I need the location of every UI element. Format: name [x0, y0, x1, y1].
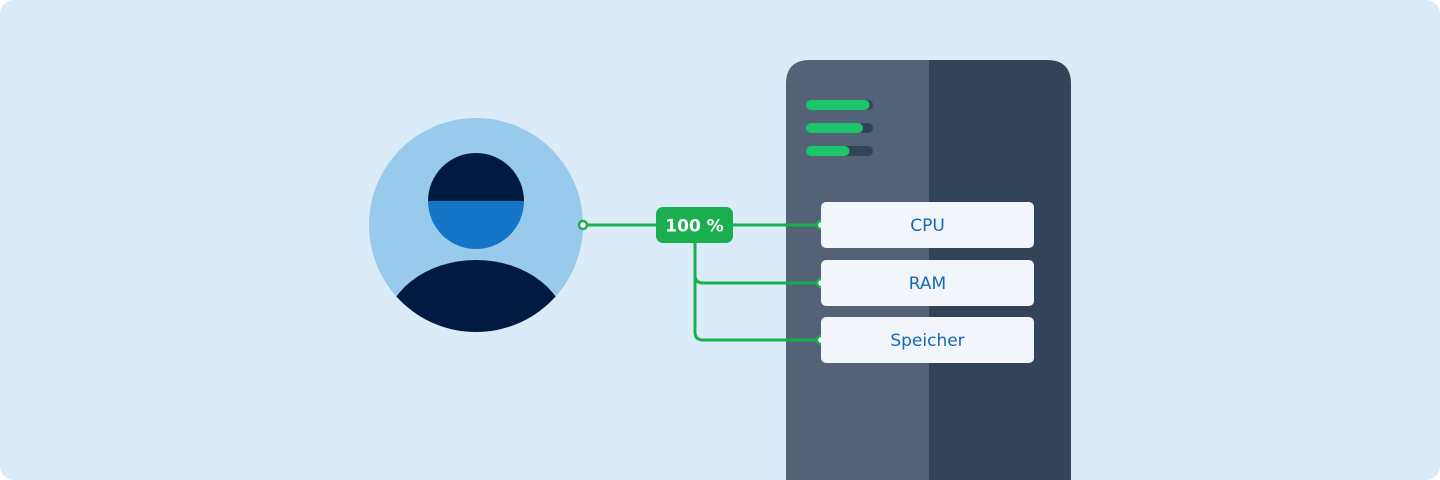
- status-bar-3-fill: [806, 146, 850, 156]
- status-bar-1-fill: [806, 100, 870, 110]
- connector-lines: [581, 223, 823, 342]
- resource-ram-box: [821, 260, 1034, 306]
- endpoint-user: [577, 219, 589, 231]
- connector-badge-to-storage: [693, 241, 823, 342]
- server-status-bars: [806, 100, 873, 156]
- status-bar-2-fill: [806, 123, 863, 133]
- avatar-head: [428, 153, 524, 249]
- user-avatar-icon: [369, 118, 583, 332]
- allocation-badge-background: [656, 207, 733, 243]
- resource-storage: Speicher: [821, 317, 1034, 363]
- allocation-badge-label: 100 %: [665, 217, 723, 237]
- resource-ram: RAM: [821, 260, 1034, 306]
- resource-storage-label: Speicher: [890, 331, 964, 351]
- allocation-badge: 100 %: [656, 207, 733, 243]
- resource-cpu-label: CPU: [910, 216, 945, 236]
- resource-cpu-box: [821, 202, 1034, 248]
- resource-ram-label: RAM: [909, 274, 946, 294]
- avatar-body: [384, 260, 568, 332]
- resource-storage-box: [821, 317, 1034, 363]
- resource-cpu: CPU: [821, 202, 1034, 248]
